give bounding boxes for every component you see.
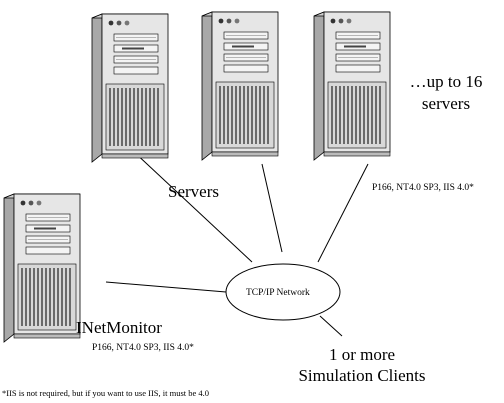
link-monitor <box>105 281 227 293</box>
up-to-servers-line1: …up to 16 <box>409 72 483 91</box>
link-server-1 <box>131 149 253 263</box>
servers-label: Servers <box>168 182 219 201</box>
clients-label-line2: Simulation Clients <box>298 366 426 385</box>
server-tower-icon <box>313 11 391 161</box>
server-tower-icon <box>91 13 169 163</box>
monitor-spec-label: P166, NT4.0 SP3, IIS 4.0* <box>92 343 194 353</box>
network-links <box>105 149 369 337</box>
link-server-2 <box>261 163 283 253</box>
inetmonitor-label: INetMonitor <box>76 318 162 337</box>
server-spec-label: P166, NT4.0 SP3, IIS 4.0* <box>372 183 474 193</box>
server-tower-icon <box>201 11 279 161</box>
clients-label-line1: 1 or more <box>328 345 396 364</box>
network-label: TCP/IP Network <box>246 288 310 298</box>
link-clients <box>319 315 343 337</box>
tcpip-network-node <box>225 263 341 321</box>
link-server-3 <box>317 163 369 263</box>
monitor-tower-icon <box>3 193 81 343</box>
footnote: *IIS is not required, but if you want to… <box>2 388 210 398</box>
up-to-servers-line2: servers <box>421 94 471 113</box>
